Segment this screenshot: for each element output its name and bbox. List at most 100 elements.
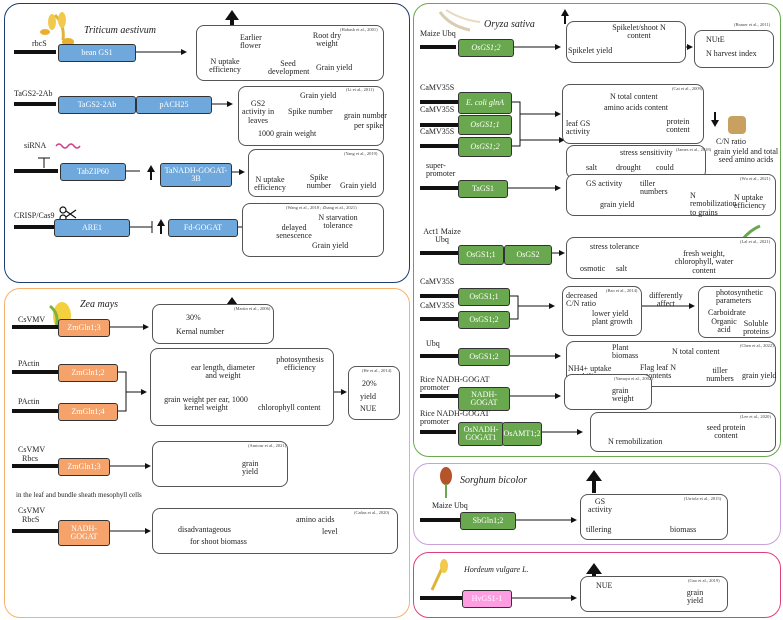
sorghum-promoter: Maize Ubq [432, 501, 468, 510]
wheat-r3-e1: Spike number [306, 173, 332, 191]
wheat-tanadh-gogat-gene: TaNADH-GOGAT-3B [160, 163, 232, 187]
rice-r2-s3: could [656, 163, 674, 172]
maize-r3-promoter: CsVMV [18, 445, 46, 454]
maize-r4-promoter: CsVMV [18, 506, 46, 515]
rice-r5-side-box [698, 286, 776, 338]
wheat-icon [40, 12, 74, 46]
rice-osgs12-gene: OsGS1;2 [458, 39, 514, 57]
rice-r5-e2: differently affect [649, 291, 683, 309]
wheat-r2-e1: Grain yield [300, 91, 337, 100]
wheat-r1-e3: Root dry weight [312, 31, 342, 49]
rice-osgs11-r5-gene: OsGS1;1 [458, 288, 510, 306]
barley-hvgs1-gene: HvGS1-1 [462, 590, 512, 608]
maize-r2-ref2: (He et al., 2014) [362, 368, 392, 373]
rice-r1-e3: N harvest index [706, 49, 757, 58]
barley-e1: grain yield [686, 588, 704, 606]
rice-r7-effects-box [564, 374, 652, 410]
maize-zmgln12-gene: ZmGln1;2 [58, 364, 118, 382]
rice-r5-promoter-0: CaMV35S [420, 277, 455, 286]
wheat-r1-e4: Grain yield [316, 63, 353, 72]
wheat-r2-effects-box [238, 86, 384, 146]
wheat-fd-gogat-gene: Fd-GOGAT [168, 219, 238, 237]
maize-r3-ref: (Amiour et al., 2021) [248, 443, 287, 448]
rice-r3-e4: N uptake efficiency [734, 193, 766, 211]
rice-r1-promoter: Maize Ubq [420, 29, 456, 38]
wheat-r3-effects-box [248, 149, 384, 197]
rice-r4-e2: salt [616, 264, 628, 273]
maize-r2-promoter: PActin [18, 359, 40, 368]
maize-r1-e1: Kernal number [176, 327, 225, 336]
maize-r4-e2: level [322, 527, 338, 536]
wheat-r3-e2: Grain yield [340, 181, 377, 190]
maize-r2-e2: grain weight per ear, 1000 kernel weight [164, 395, 248, 413]
rice-r6-e4: tiller numbers [706, 366, 734, 384]
barley-panel [413, 552, 781, 618]
rice-r2-e2: leaf GS activity [566, 119, 591, 137]
maize-zmgln13-gene: ZmGln1;3 [58, 319, 110, 337]
rice-r2-s1: salt [586, 163, 598, 172]
rice-r8-effects-box [590, 412, 776, 452]
wheat-r1-e0: N uptake efficiency [209, 57, 241, 75]
rice-r3-promoter: super-promoter [426, 161, 456, 179]
wheat-title: Triticum aestivum [84, 25, 156, 36]
rice-r2-stress-box [566, 145, 706, 179]
maize-nadh-gogat-gene: NADH-GOGAT [58, 520, 110, 546]
sorghum-ref: (Urriola et al., 2015) [684, 496, 722, 501]
wheat-r1-e1: Earlier flower [240, 33, 262, 51]
wheat-bean-gs1-gene: bean GS1 [58, 44, 136, 62]
rice-r2-effects-box [562, 84, 704, 144]
maize-r2-side-box [348, 366, 400, 420]
sorghum-effects-box [580, 494, 728, 540]
rice-r2-promoter-2: CaMV35S [420, 127, 455, 136]
rice-title: Oryza sativa [484, 19, 535, 30]
rice-panel [413, 3, 781, 457]
rice-r4-effects-box [566, 237, 776, 279]
rice-r1-ref: (Brauer et al., 2011) [734, 22, 771, 27]
sirna-icon [55, 143, 81, 149]
wheat-r4-e1: N starvation tolerance [318, 213, 358, 231]
rice-osgs12-r5-gene: OsGS1;2 [458, 311, 510, 329]
maize-r2-s2: NUE [360, 404, 377, 413]
wheat-r3-promoter: siRNA [24, 141, 47, 150]
maize-r4-promoter2: RbcS [22, 515, 40, 524]
rice-osgs2-gene: OsGS2 [504, 245, 552, 265]
wheat-r1-e2: Seed development [268, 59, 310, 77]
wheat-r1-promoter: rbcS [32, 39, 47, 48]
rice-r5-e6: Soluble proteins [743, 319, 769, 337]
small-arrows-icon [561, 9, 719, 127]
rice-r4-promoter: Act1 Maize Ubq [423, 227, 461, 245]
wheat-panel [4, 3, 410, 283]
wheat-r2-e5: 1000 grain weight [258, 129, 317, 138]
barley-icon [430, 559, 448, 591]
wheat-r4-effects-box [242, 203, 384, 257]
rice-r6-e1: N total content [672, 347, 720, 356]
rice-r5-ref: (Bao et al., 2014) [606, 288, 638, 293]
sorghum-icon [440, 467, 452, 498]
rice-r8-e0: N remobilization [608, 437, 663, 446]
wheat-tabzip60-gene: TabZIP60 [60, 163, 126, 181]
rice-r3-ref: (Wu et al., 2021) [740, 176, 771, 181]
rice-r3-e3: N remobilization to grains [690, 191, 737, 217]
maize-r4-e0: amino acids [296, 515, 335, 524]
wheat-r3-ref: (Yang et al., 2019) [344, 151, 378, 156]
wheat-r2-e4: per spike [354, 121, 384, 130]
maize-r1-ref: (Martin et al., 2006) [234, 306, 271, 311]
wheat-r4-ref: (Wang et al., 2018 ; Zhang et al., 2021) [286, 205, 357, 210]
rice-r7-ref: (Yamaya et al., 2002) [614, 376, 653, 381]
wheat-r2-e0: GS2 activity in leaves [241, 99, 275, 125]
rice-icon [438, 9, 481, 32]
maize-r2-s1: yield [360, 392, 376, 401]
rice-r5-e0: decreased C/N ratio [566, 291, 598, 309]
rice-r5-e3: photosynthetic parameters [716, 288, 764, 306]
maize-r3-note: in the leaf and bundle sheath mesophyll … [16, 491, 142, 499]
maize-panel [4, 288, 410, 618]
rice-r2-e0: N total content [610, 92, 658, 101]
rice-osgs11-gene: OsGS1;1 [458, 115, 512, 135]
maize-r3-e0: grain yield [242, 459, 259, 477]
rice-nadh-gogat-gene: NADH-GOGAT [458, 387, 510, 411]
rice-r2-s2: drought [616, 163, 641, 172]
rice-r2-e3: protein content [666, 117, 690, 135]
maize-r1-effects-box [152, 304, 274, 344]
wheat-r4-promoter: CRISP/Cas9 [14, 211, 55, 220]
rice-r1-e1: Spikelet yield [568, 46, 613, 55]
